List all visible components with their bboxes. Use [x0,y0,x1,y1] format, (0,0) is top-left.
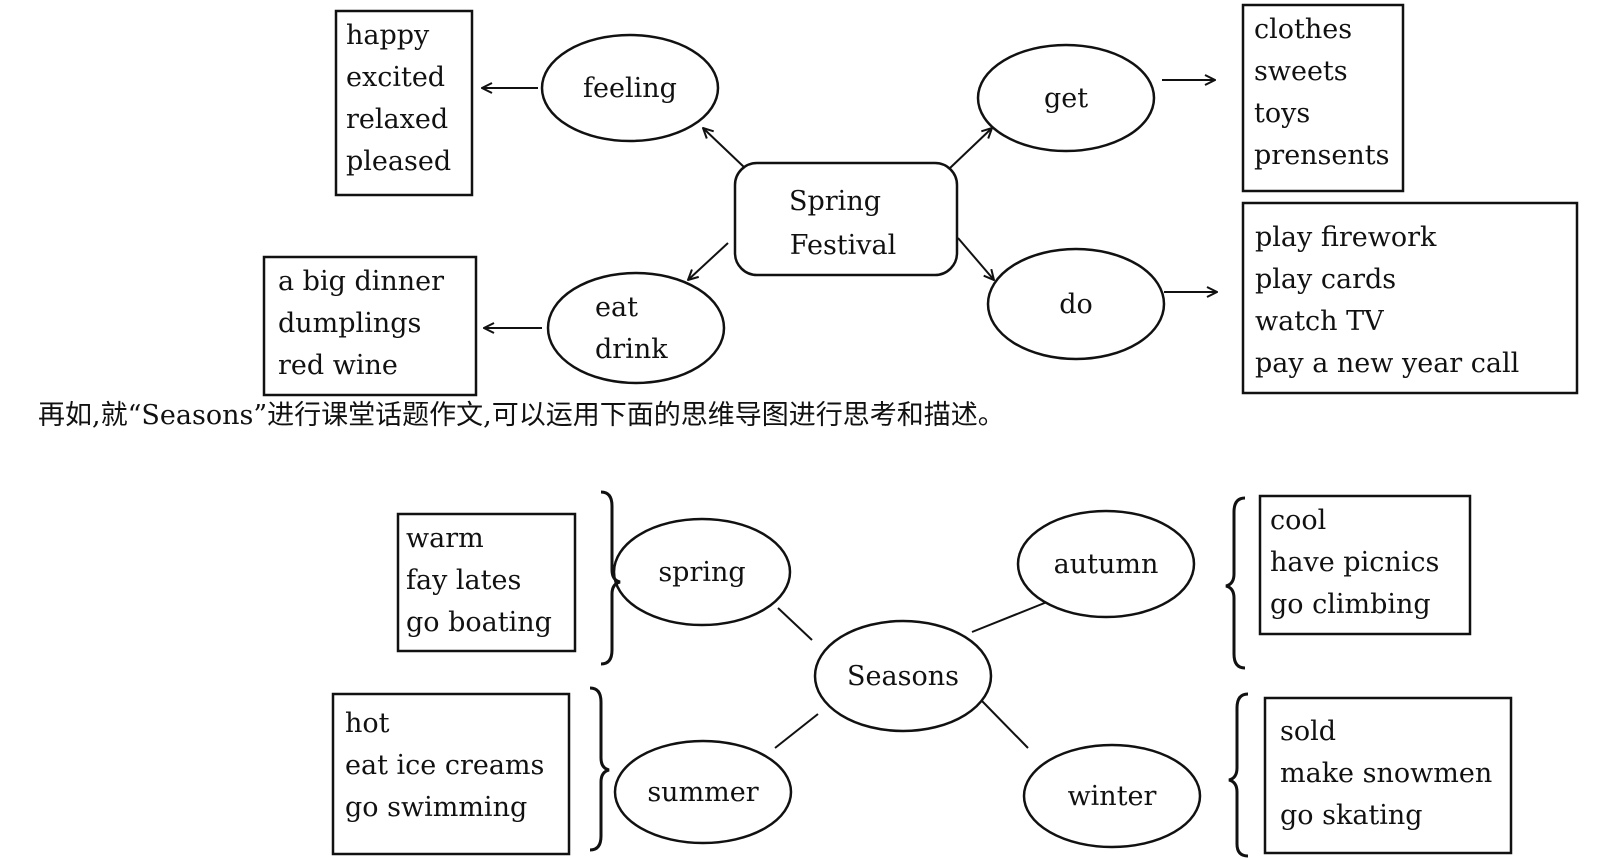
spring-node-label: spring [658,557,745,588]
summer-node [613,739,793,845]
connector-center-do [957,237,994,280]
summer-list-item: eat ice creams [345,750,544,781]
caption-text: 再如,就“Seasons”进行课堂话题作文,可以运用下面的思维导图进行思考和描述… [38,400,1005,431]
summer-list-item: hot [345,708,390,739]
do-node [986,247,1166,361]
eat-list-item: red wine [278,350,398,381]
do-list-item: play firework [1255,222,1437,253]
eat-drink-node [546,271,726,385]
do-list-item: watch TV [1255,306,1384,337]
winter-list-item: sold [1280,716,1336,747]
winter-node [1022,743,1202,849]
do-list-item: pay a new year call [1255,348,1519,379]
get-node-label: get [1044,83,1088,114]
spring-festival-center-label: Festival [790,230,897,261]
spring-festival-center-label: Spring [789,186,881,217]
winter-brace [1228,692,1249,858]
connector-seasons-spring [777,607,813,641]
feeling-list-item: excited [346,62,445,93]
winter-node-label: winter [1068,781,1157,812]
eat-drink-node-label: eat [595,292,638,323]
spring-list-item: warm [406,523,484,554]
do-list-box [1241,201,1579,395]
feeling-list-box [334,9,474,197]
autumn-list-item: go climbing [1270,589,1431,620]
eat-list-item: a big dinner [278,266,444,297]
spring-brace [600,490,621,666]
eat-drink-node-label: drink [595,334,668,365]
spring-festival-center-node [733,161,959,277]
get-list-item: prensents [1254,140,1390,171]
do-node-label: do [1059,289,1093,320]
seasons-center-node [813,619,993,733]
connector-center-get [949,128,992,169]
winter-list-box [1263,696,1513,855]
connector-center-eat [688,242,729,280]
eat-list-item: dumplings [278,308,421,339]
connector-seasons-winter [981,700,1029,749]
get-node [976,43,1156,153]
spring-node [612,517,792,627]
seasons-center-label: Seasons [847,661,959,692]
spring-festival-map: happy excited relaxed pleased clothes sw… [262,3,1579,397]
autumn-list-item: cool [1270,505,1326,536]
feeling-list-item: pleased [346,146,451,177]
summer-list-box [331,692,571,856]
autumn-brace [1225,496,1246,670]
summer-node-label: summer [647,777,758,808]
eat-list-box [262,255,478,397]
summer-list-item: go swimming [345,792,527,823]
spring-list-item: fay lates [406,565,521,596]
feeling-list-item: happy [346,20,430,51]
summer-brace [589,686,610,852]
get-list-item: sweets [1254,56,1348,87]
do-list-item: play cards [1255,264,1396,295]
autumn-node [1016,509,1196,619]
autumn-list-box [1258,494,1472,636]
connector-center-feeling [703,128,746,169]
autumn-list-item: have picnics [1270,547,1439,578]
feeling-list-item: relaxed [346,104,448,135]
get-list-item: toys [1254,98,1310,129]
get-list-box [1241,3,1405,193]
feeling-node [540,33,720,143]
spring-list-box [396,512,577,653]
autumn-node-label: autumn [1054,549,1159,580]
get-list-item: clothes [1254,14,1352,45]
connector-seasons-summer [774,713,819,749]
connector-seasons-autumn [971,599,1053,633]
spring-list-item: go boating [406,607,552,638]
winter-list-item: make snowmen [1280,758,1492,789]
feeling-node-label: feeling [583,73,677,104]
seasons-map: Seasons spring autumn summer winter warm… [331,490,1513,858]
winter-list-item: go skating [1280,800,1423,831]
